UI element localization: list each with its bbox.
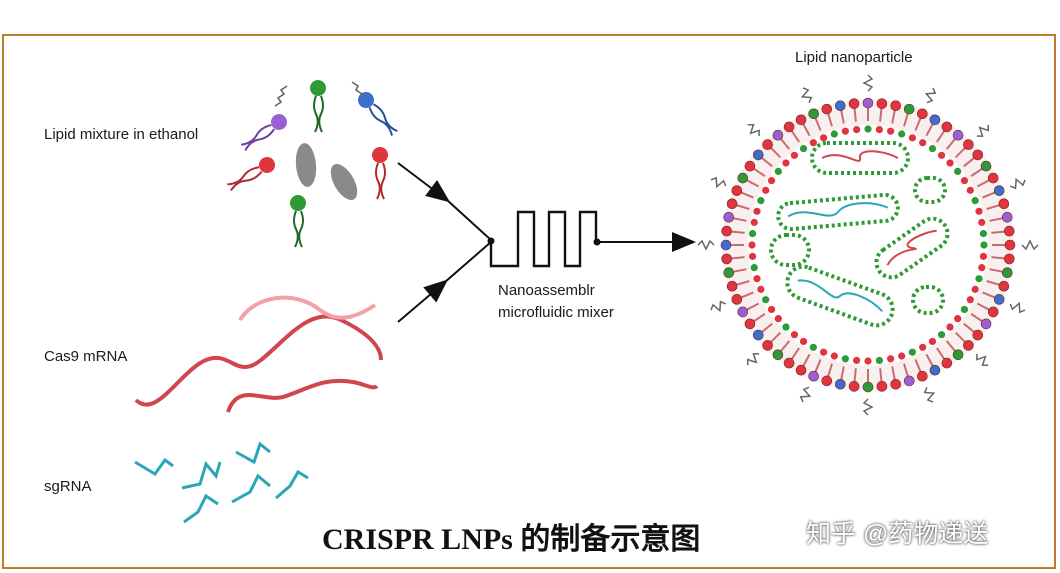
sgrna-group xyxy=(134,441,309,524)
sgrna-label: sgRNA xyxy=(44,478,92,495)
lipid-mixture-label: Lipid mixture in ethanol xyxy=(44,126,199,143)
lipid-icon xyxy=(310,80,326,133)
flow-arrow-icon xyxy=(397,279,449,323)
cas9-mrna-group xyxy=(134,295,383,413)
peg-chain-icon xyxy=(351,81,364,99)
sgrna-strand-icon xyxy=(235,441,271,465)
flow-arrow-line xyxy=(444,241,492,283)
figure-caption: CRISPR LNPs 的制备示意图 xyxy=(322,523,701,556)
sgrna-strand-icon xyxy=(181,460,222,490)
sgrna-strand-icon xyxy=(134,457,174,476)
mixer-label-line1: Nanoassemblr xyxy=(498,282,595,299)
peg-lipid-icon xyxy=(241,114,287,152)
lipid-icon xyxy=(372,147,388,200)
flow-arrow-line xyxy=(446,199,492,241)
cholesterol-icon xyxy=(330,163,358,201)
mrna-strand-icon xyxy=(238,295,377,322)
nanoparticle-label: Lipid nanoparticle xyxy=(795,49,913,66)
watermark: 知乎 @药物递送 xyxy=(806,520,989,548)
mixer-channel-icon xyxy=(489,210,598,268)
sgrna-strand-icon xyxy=(275,469,309,500)
nanoparticle-icon xyxy=(697,74,1039,416)
sgrna-strand-icon xyxy=(231,473,271,504)
peg-chain-icon xyxy=(274,85,288,107)
peg-lipid-icon xyxy=(358,92,398,136)
sgrna-strand-icon xyxy=(183,493,219,524)
mrna-strand-icon xyxy=(134,314,383,407)
lipid-icon xyxy=(290,195,306,248)
flow-arrow-icon xyxy=(397,162,451,203)
mixer-label-line2: microfluidic mixer xyxy=(498,304,614,321)
cas9-mrna-label: Cas9 mRNA xyxy=(44,348,128,365)
mixer-label: Nanoassemblr microfluidic mixer xyxy=(498,280,614,324)
cholesterol-icon xyxy=(295,143,317,187)
lipid-mixture-group xyxy=(227,80,398,248)
mrna-strand-icon xyxy=(226,378,379,413)
lipid-icon xyxy=(227,157,275,192)
figure-frame xyxy=(2,34,1056,569)
